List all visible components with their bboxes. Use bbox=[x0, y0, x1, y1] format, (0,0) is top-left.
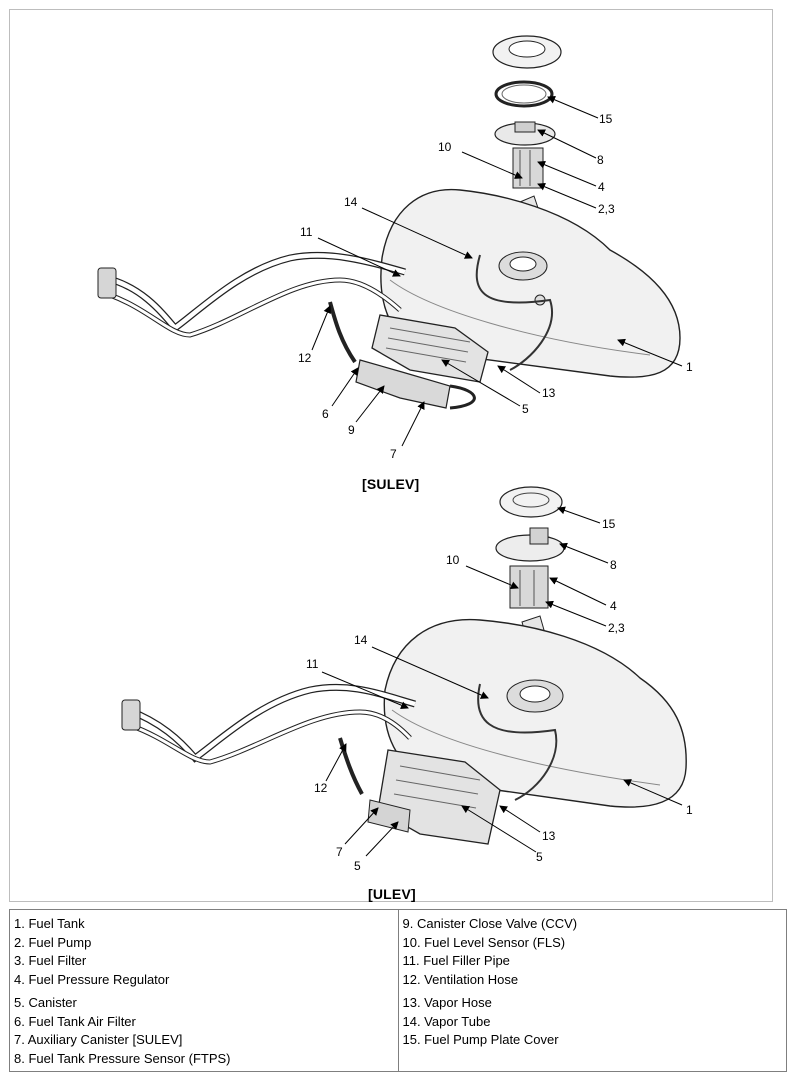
sulev-callout: 11 bbox=[300, 225, 313, 239]
sulev-plate-cover bbox=[492, 35, 562, 69]
sulev-callout: 14 bbox=[344, 195, 358, 209]
ulev-callout: 7 bbox=[336, 845, 343, 859]
ulev-callout: 1 bbox=[686, 803, 693, 817]
sulev-ventilation-hose bbox=[328, 301, 357, 364]
legend-item: 10. Fuel Level Sensor (FLS) bbox=[402, 934, 566, 950]
ulev-callout: 2,3 bbox=[608, 621, 625, 635]
legend-item: 9. Canister Close Valve (CCV) bbox=[402, 916, 578, 931]
legend-item: 1. Fuel Tank bbox=[14, 916, 85, 931]
sulev-callout: 2,3 bbox=[598, 202, 615, 216]
diagram-frame: 15 8 10 4 2,3 14 11 1 12 13 6 9 5 7 bbox=[9, 9, 773, 902]
legend-column-left: 1. Fuel Tank 2. Fuel Pump 3. Fuel Filter… bbox=[10, 910, 398, 1071]
ulev-callout: 15 bbox=[602, 517, 616, 531]
ulev-callout: 4 bbox=[610, 599, 617, 613]
legend-item: 12. Ventilation Hose bbox=[402, 971, 519, 987]
legend-column-right: 9. Canister Close Valve (CCV) 10. Fuel L… bbox=[397, 910, 787, 1071]
ulev-ventilation-hose bbox=[338, 737, 364, 795]
ulev-plate-cover bbox=[499, 486, 563, 518]
ulev-fuel-tank bbox=[383, 618, 687, 808]
fuel-system-diagram: 15 8 10 4 2,3 14 11 1 12 13 6 9 5 7 bbox=[97, 35, 693, 873]
legend-item: 13. Vapor Hose bbox=[402, 995, 492, 1010]
sulev-callout: 6 bbox=[322, 407, 329, 421]
ulev-callout: 11 bbox=[306, 657, 319, 671]
ulev-filler-pipe bbox=[121, 683, 416, 765]
sulev-callout: 7 bbox=[390, 447, 397, 461]
sulev-plate-gasket bbox=[494, 80, 554, 108]
sulev-callouts: 15 8 10 4 2,3 14 11 1 12 13 6 9 5 7 bbox=[298, 112, 693, 461]
caption-ulev: [ULEV] bbox=[368, 886, 416, 902]
ulev-callout: 12 bbox=[314, 781, 328, 795]
ulev-assembly bbox=[121, 486, 687, 845]
legend-group: 9. Canister Close Valve (CCV) 10. Fuel L… bbox=[403, 915, 787, 989]
caption-sulev: [SULEV] bbox=[362, 476, 420, 492]
sulev-callout: 5 bbox=[522, 402, 529, 416]
sulev-callout: 10 bbox=[438, 140, 452, 154]
sulev-leaders bbox=[311, 96, 683, 447]
ulev-callouts: 15 8 10 4 2,3 14 11 1 12 13 5 7 5 bbox=[306, 517, 693, 873]
sulev-vapor-tube bbox=[475, 254, 553, 371]
legend-item: 2. Fuel Pump bbox=[14, 934, 92, 950]
ulev-callout: 8 bbox=[610, 558, 617, 572]
sulev-callout: 4 bbox=[598, 180, 605, 194]
sulev-filler-pipe bbox=[97, 251, 406, 338]
legend-group: 5. Canister 6. Fuel Tank Air Filter 7. A… bbox=[14, 994, 398, 1068]
ulev-vapor-tube bbox=[477, 683, 558, 801]
sulev-assembly bbox=[97, 35, 681, 410]
legend-item: 5. Canister bbox=[14, 995, 77, 1010]
legend-item: 6. Fuel Tank Air Filter bbox=[14, 1013, 136, 1029]
legend-item: 4. Fuel Pressure Regulator bbox=[14, 971, 170, 987]
legend-item: 8. Fuel Tank Pressure Sensor (FTPS) bbox=[14, 1050, 231, 1066]
sulev-callout: 9 bbox=[348, 423, 355, 437]
ulev-callout: 10 bbox=[446, 553, 460, 567]
legend-group: 13. Vapor Hose 14. Vapor Tube 15. Fuel P… bbox=[403, 994, 787, 1050]
legend-item: 14. Vapor Tube bbox=[402, 1013, 491, 1029]
sulev-callout: 1 bbox=[686, 360, 693, 374]
ulev-callout: 14 bbox=[354, 633, 368, 647]
legend-item: 3. Fuel Filter bbox=[14, 953, 87, 968]
parts-legend: 1. Fuel Tank 2. Fuel Pump 3. Fuel Filter… bbox=[9, 909, 787, 1072]
legend-group: 1. Fuel Tank 2. Fuel Pump 3. Fuel Filter… bbox=[14, 915, 398, 989]
ulev-callout: 5 bbox=[354, 859, 361, 873]
legend-item: 7. Auxiliary Canister [SULEV] bbox=[14, 1032, 183, 1047]
legend-item: 15. Fuel Pump Plate Cover bbox=[402, 1032, 559, 1047]
sulev-callout: 8 bbox=[597, 153, 604, 167]
sulev-auxiliary-canister bbox=[355, 359, 476, 410]
sulev-callout: 15 bbox=[599, 112, 613, 126]
ulev-canister bbox=[367, 749, 501, 845]
ulev-leaders bbox=[321, 506, 683, 857]
ulev-callout: 5 bbox=[536, 850, 543, 864]
sulev-callout: 12 bbox=[298, 351, 312, 365]
legend-item: 11. Fuel Filler Pipe bbox=[402, 953, 510, 968]
ulev-callout: 13 bbox=[542, 829, 556, 843]
sulev-callout: 13 bbox=[542, 386, 556, 400]
